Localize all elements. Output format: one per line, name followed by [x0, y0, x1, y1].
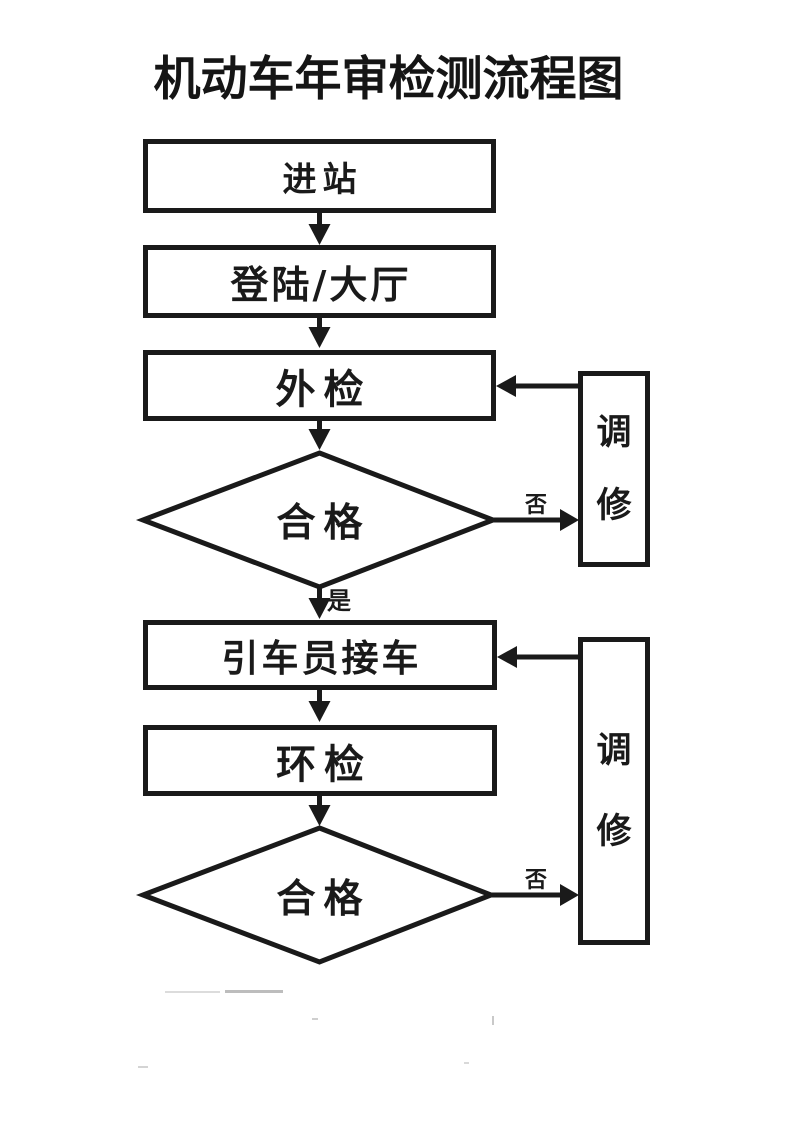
arrow-login-to-external [308, 318, 331, 348]
arrow-driver-to-environmental [308, 690, 331, 722]
arrow-enter-to-login [308, 213, 331, 245]
arrow-environmental-to-decision2 [308, 796, 331, 826]
decision-qualified-2-label: 合格 [276, 876, 371, 922]
scan-artifact [225, 990, 283, 993]
node-enter-station: 进站 [143, 139, 496, 213]
node-login-hall: 登陆/大厅 [143, 245, 496, 318]
scan-artifact [165, 991, 220, 993]
node-label: 登陆/大厅 [230, 262, 412, 307]
scan-artifact [138, 1066, 148, 1068]
node-external-inspection: 外检 [143, 350, 496, 421]
node-environmental-inspection: 环检 [143, 725, 497, 796]
node-label-char: 调 [596, 412, 632, 453]
node-label: 环检 [276, 740, 372, 788]
node-label: 外检 [275, 365, 372, 413]
node-repair-1: 调 修 [578, 371, 650, 567]
arrow-external-to-decision1 [308, 421, 331, 450]
arrow-decision2-no-to-repair2 [491, 884, 579, 906]
node-driver-pickup: 引车员接车 [143, 620, 497, 690]
edge-label-yes: 是 [327, 586, 351, 615]
page-title: 机动车年审检测流程图 [153, 52, 624, 107]
node-label: 引车员接车 [221, 636, 422, 680]
edge-label-no-1: 否 [525, 492, 548, 518]
edge-label-no-2: 否 [525, 867, 548, 893]
arrow-repair2-to-driver [497, 646, 578, 668]
arrow-decision1-no-to-repair1 [493, 509, 579, 531]
decision-qualified-1-shape [135, 450, 500, 590]
node-label-char: 修 [596, 811, 632, 852]
scan-artifact [464, 1062, 469, 1064]
scan-artifact [312, 1018, 318, 1020]
node-repair-2: 调 修 [578, 637, 650, 945]
scan-artifact [492, 1016, 494, 1025]
node-label: 进站 [282, 159, 363, 200]
arrow-repair1-to-external [496, 375, 578, 397]
decision-qualified-1-label: 合格 [276, 500, 371, 546]
decision-qualified-2-shape [135, 825, 498, 965]
node-label-char: 调 [596, 730, 632, 771]
node-label-char: 修 [596, 485, 632, 526]
